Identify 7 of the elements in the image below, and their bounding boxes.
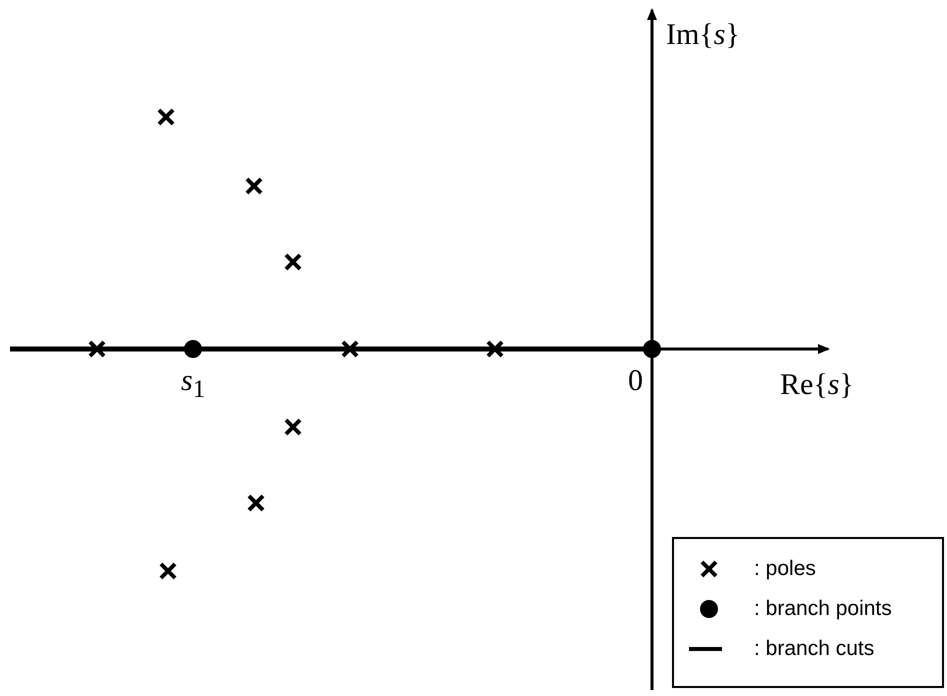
legend-text: : poles (754, 558, 816, 579)
legend-text: : branch points (754, 598, 892, 619)
point-label: s$_{1}$ (181, 366, 206, 402)
legend-text: : branch cuts (754, 638, 874, 659)
axis-label: Re{s} (780, 370, 854, 400)
axis-label: Im{s} (666, 20, 740, 50)
origin-label: 0 (628, 366, 643, 396)
